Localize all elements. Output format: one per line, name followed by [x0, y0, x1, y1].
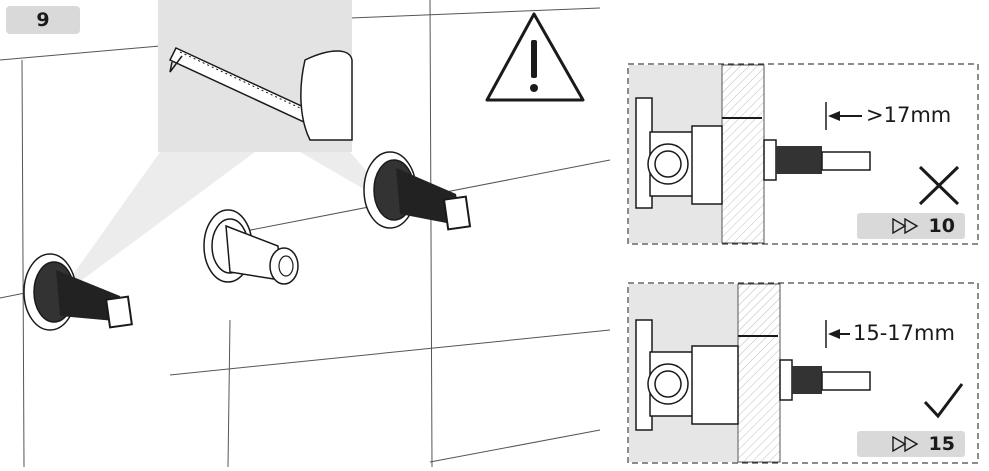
step-number: 9 — [36, 9, 50, 31]
cross-icon — [918, 165, 960, 206]
goto-step-badge-incorrect: 10 — [857, 213, 965, 239]
fast-forward-icon — [891, 436, 918, 452]
tape-measure-callout — [55, 0, 400, 300]
goto-step-badge-correct: 15 — [857, 431, 965, 457]
warning-icon — [485, 12, 585, 102]
measurement-label-incorrect: >17mm — [866, 103, 952, 127]
step-number-badge: 9 — [6, 6, 80, 34]
goto-step-number: 10 — [928, 215, 955, 237]
left-wall-fitting — [23, 253, 133, 331]
valve-body — [635, 319, 739, 431]
tape-measure-icon — [168, 47, 353, 141]
right-wall-fitting — [363, 151, 472, 231]
middle-wall-fitting — [203, 209, 299, 285]
wall-tiles — [0, 0, 611, 468]
fast-forward-icon — [891, 218, 918, 234]
goto-step-number: 15 — [928, 433, 955, 455]
measurement-label-correct: 15-17mm — [853, 321, 955, 345]
valve-body — [635, 97, 723, 209]
check-icon — [923, 383, 964, 419]
